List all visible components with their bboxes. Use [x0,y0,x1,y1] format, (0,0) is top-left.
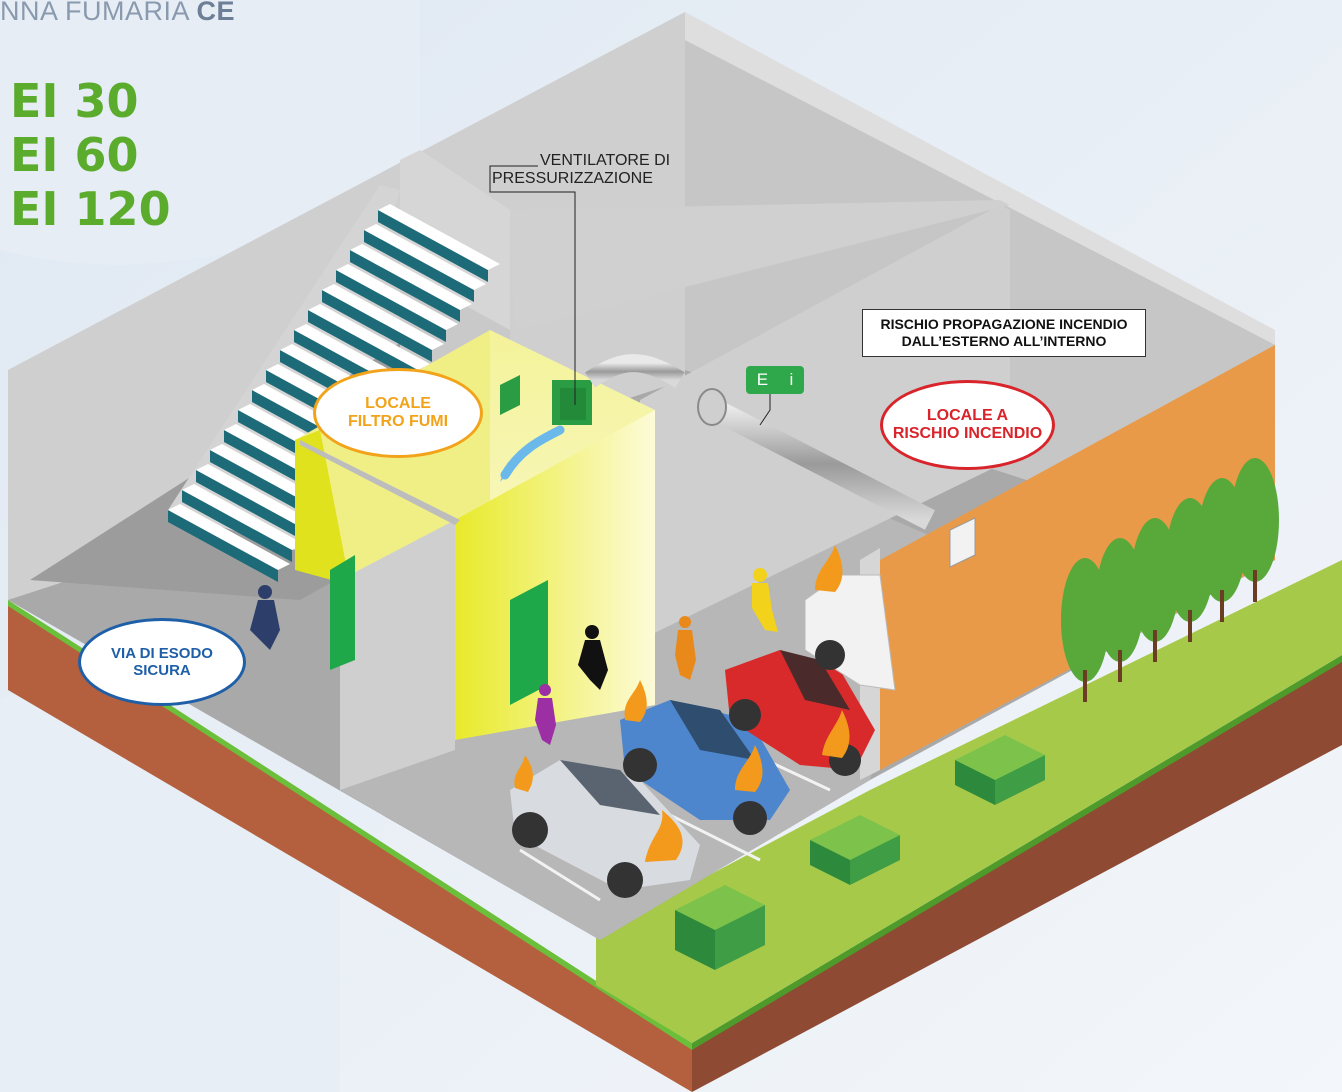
stair-riser [364,230,474,302]
rating-ei60: EI 60 [10,128,139,182]
stair-riser [196,470,306,542]
stair-step [350,244,472,310]
tree-trunk [1253,570,1257,602]
filter-room-label: LOCALE FILTRO FUMI [313,368,483,458]
safe-exit-label: VIA DI ESODO SICURA [78,618,246,706]
hedges [675,735,1045,970]
grass-area [596,560,1342,1043]
stair-riser [168,510,278,582]
tree-trunk [1220,590,1224,622]
callout-lines [489,165,771,426]
filter-label-line1: LOCALE [365,394,431,412]
stair-step [364,224,486,290]
rating-ei120: EI 120 [10,182,171,236]
van-white [804,574,896,691]
tree-crown [1231,458,1279,582]
title-text: NNA FUMARIA [0,0,189,26]
stair-step [308,304,430,370]
warning-line1: RISCHIO PROPAGAZIONE INCENDIO [880,316,1128,333]
fan-callout-line2: PRESSURIZZAZIONE [492,169,653,187]
duct-tag-right: i [789,370,794,389]
fan-callout: VENTILATORE DI PRESSURIZZAZIONE [492,152,671,187]
stair-riser [182,490,292,562]
duct-tag-left: E [756,370,769,389]
warning-banner: RISCHIO PROPAGAZIONE INCENDIO DALL’ESTER… [862,309,1146,357]
duct-ei-tag: E i [746,366,804,394]
stair-riser [322,290,432,362]
stair-riser [378,210,488,282]
tree-trunk [1153,630,1157,662]
filter-label-line2: FILTRO FUMI [347,413,449,430]
smoke-duct [585,354,936,530]
stair-step [322,284,444,350]
stair-riser [350,250,460,322]
wall-back-right [685,12,1275,345]
stair-step [168,504,290,570]
exit-label-line2: SICURA [133,662,191,679]
tree-trunk [1118,650,1122,682]
page-title: NNA FUMARIA CE [0,0,235,27]
ground-slab [8,600,1342,1092]
fire-label-line2: RISCHIO INCENDIO [892,425,1043,442]
fire-label-line1: LOCALE A [926,406,1009,424]
stair-step [336,264,458,330]
fire-flames [514,545,850,862]
door-filter-front [510,580,548,705]
people-escaping [250,568,778,745]
trees [1061,458,1279,702]
stair-riser [336,270,446,342]
door-filter-left [330,555,355,670]
fan-callout-line1: VENTILATORE DI [540,152,671,169]
tree-trunk [1083,670,1087,702]
rating-ei30: EI 30 [10,74,139,128]
stair-step [196,464,318,530]
tree-trunk [1188,610,1192,642]
fire-risk-room-label: LOCALE A RISCHIO INCENDIO [880,380,1055,470]
stair-riser [210,450,320,522]
exit-label-line1: VIA DI ESODO [111,644,213,662]
stair-riser [308,310,418,382]
staircase [168,185,500,582]
stair-step [378,204,500,270]
pressurization-fan [500,375,592,482]
title-bold-text: CE [196,0,236,26]
warning-line2: DALL’ESTERNO ALL’INTERNO [901,333,1107,349]
stair-step [182,484,304,550]
